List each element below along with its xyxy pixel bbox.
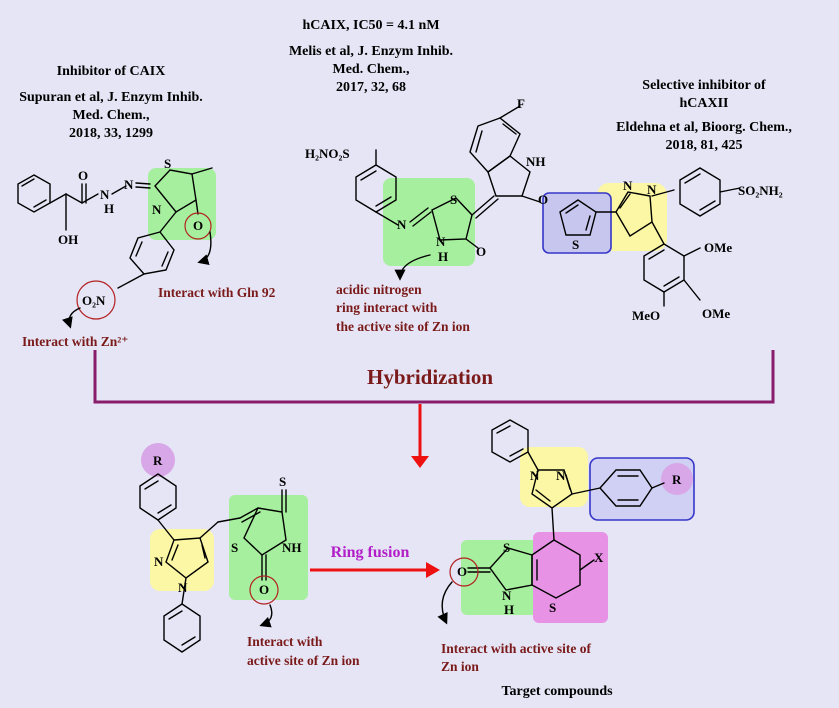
atom-s-thiophene-3: S	[572, 237, 579, 252]
atom-o2n-1: O₂N	[82, 293, 106, 308]
hybridization-bracket	[93, 350, 775, 404]
hybridization-label: Hybridization	[367, 365, 493, 389]
atom-o-ll: O	[259, 582, 269, 597]
target-r-highlight	[661, 463, 693, 495]
compound2-ref-line3: 2017, 32, 68	[336, 80, 406, 95]
circle-carbonyl-1	[184, 212, 212, 240]
compound3-title-line2: hCAXII	[679, 96, 728, 111]
atom-o-carbonyl-1: O	[78, 168, 88, 183]
atom-s-target-bottom: S	[549, 600, 556, 615]
arrow-gln-1	[197, 231, 212, 266]
compound1-ref-line1: Supuran et al, J. Enzym Inhib.	[19, 90, 203, 105]
compound2-ref-line1: Melis et al, J. Enzym Inhib.	[289, 44, 453, 59]
atom-r-lower-left: R	[153, 453, 163, 468]
atom-so2nh2-3: SO₂NH₂	[738, 183, 783, 198]
atom-n-pyrazole-ll-a: N	[154, 554, 164, 569]
compound2-note-line1: acidic nitrogen	[336, 282, 422, 297]
arrow-target-zn	[437, 581, 453, 625]
atom-ome-3a: OMe	[704, 240, 732, 255]
atom-n-imine-2: N	[397, 217, 407, 232]
arrow-ll-zn	[259, 604, 273, 628]
atom-s-thione-ll: S	[279, 474, 286, 489]
compound1-ref-line3: 2018, 33, 1299	[69, 126, 153, 141]
compound1-note-zn: Interact with Zn²⁺	[22, 334, 128, 349]
compound3-ref-line2: 2018, 81, 425	[666, 138, 743, 153]
target-note-line1: Interact with active site of	[441, 641, 591, 656]
compound1-note-gln: Interact with Gln 92	[158, 285, 276, 300]
compound1-thiazolidinone-highlight	[148, 168, 216, 240]
compound3-structure	[559, 167, 741, 307]
atom-n-ring-2: N	[436, 234, 446, 249]
atom-s-1: S	[164, 156, 171, 171]
atom-o-target: O	[457, 564, 467, 579]
target-caption: Target compounds	[501, 684, 613, 699]
circle-carbonyl-target	[449, 557, 479, 587]
atom-h-target-ring: H	[504, 602, 514, 617]
atom-n-target-b: N	[556, 468, 566, 483]
atom-nh-2: NH	[526, 154, 546, 169]
lower-left-rhodanine-highlight	[229, 495, 308, 600]
compound2-note-line3: the active site of Zn ion	[336, 319, 470, 334]
atom-x-target: X	[594, 550, 604, 565]
atom-s-target-top: S	[503, 540, 510, 555]
atom-n-target-a: N	[530, 468, 540, 483]
atom-o-oxindole-2: O	[538, 192, 548, 207]
compound2-structure	[355, 105, 541, 249]
lower-left-r-highlight	[141, 443, 175, 477]
compound2-ref-line2: Med. Chem.,	[333, 62, 410, 77]
lower-left-pyrazole-highlight	[150, 529, 214, 591]
atom-oh-1: OH	[58, 232, 78, 247]
target-thiopyran-highlight	[533, 532, 608, 623]
ring-fusion-label: Ring fusion	[331, 544, 410, 561]
atom-n-3b: N	[647, 182, 657, 197]
circle-nitro-1	[76, 280, 116, 320]
compound1-ref-line2: Med. Chem.,	[73, 108, 150, 123]
atom-s-2: S	[450, 192, 457, 207]
compound3-title-line1: Selective inhibitor of	[642, 78, 766, 93]
atom-h2no2s-2: H₂NO₂S	[305, 146, 350, 161]
ring-fusion-arrowhead	[426, 562, 440, 578]
atom-ome-3b: OMe	[702, 306, 730, 321]
target-structure	[467, 419, 665, 599]
atom-s-ring-ll: S	[231, 540, 238, 555]
atom-r-target: R	[672, 472, 682, 487]
hybridization-arrowhead	[411, 456, 429, 468]
atom-n-1b: N	[124, 177, 134, 192]
atom-o-1: O	[193, 218, 203, 233]
target-thiazolidinone-highlight	[461, 540, 538, 615]
atom-meo-3: MeO	[632, 308, 660, 323]
arrow-zn-1	[62, 307, 81, 329]
circle-carbonyl-ll	[249, 575, 279, 605]
lower-left-note-line2: active site of Zn ion	[247, 653, 360, 668]
compound3-ref-line1: Eldehna et al, Bioorg. Chem.,	[616, 120, 792, 135]
compound3-pyrazoline-highlight	[597, 183, 667, 251]
atom-h-ring-2: H	[438, 249, 448, 264]
compound1-title: Inhibitor of CAIX	[57, 64, 166, 79]
compound2-note-line2: ring interact with	[336, 300, 438, 315]
lower-left-structure	[139, 473, 287, 653]
atom-h-1a: H	[104, 201, 114, 216]
atom-n-target-ring: N	[502, 588, 512, 603]
atom-f-2: F	[517, 96, 525, 111]
atom-n-pyrazole-ll-b: N	[178, 580, 188, 595]
atom-n-1a: N	[100, 187, 110, 202]
compound1-structure	[17, 167, 213, 289]
lower-left-note-line1: Interact with	[247, 634, 323, 649]
atom-n-3a: N	[623, 178, 633, 193]
atom-nh-ll: NH	[282, 540, 302, 555]
compound3-thiophene-highlight	[542, 192, 612, 254]
arrow-acidic-n-2	[394, 254, 431, 281]
compound2-title: hCAIX, IC50 = 4.1 nM	[302, 18, 439, 33]
atom-o-ring-2: O	[476, 244, 486, 259]
atom-n-1c: N	[152, 202, 162, 217]
target-note-line2: Zn ion	[441, 659, 479, 674]
